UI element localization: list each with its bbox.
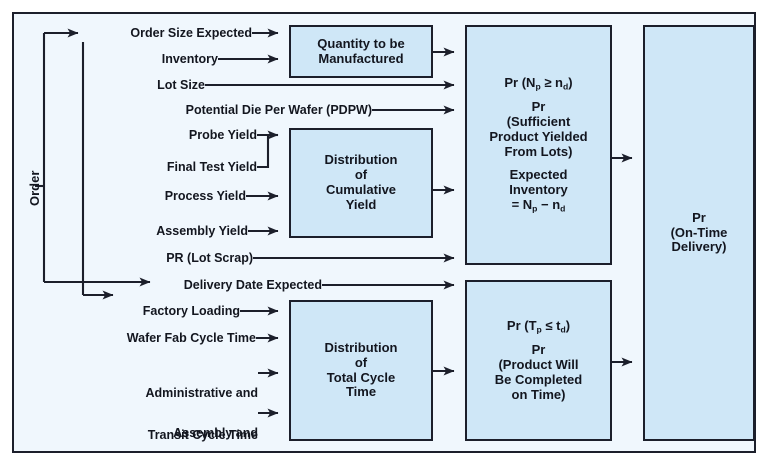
pr-yield-formula: Pr (Np ≥ nd) bbox=[471, 74, 606, 92]
pr-time-formula-mid: ≤ t bbox=[541, 317, 561, 333]
input-label-final-test-yield: Final Test Yield bbox=[166, 160, 257, 174]
quantity-line2: Manufactured bbox=[318, 50, 404, 66]
pr-yield-equation: = Np − nd bbox=[471, 196, 606, 214]
on-time-l3: Delivery) bbox=[671, 239, 727, 255]
node-pr-on-time-delivery: Pr (On-Time Delivery) bbox=[643, 25, 755, 441]
total-cycle-line2: of bbox=[354, 354, 368, 370]
node-distribution-of-total-cycle-time: Distribution of Total Cycle Time bbox=[289, 300, 433, 441]
pr-yield-eq-sub2: d bbox=[560, 203, 566, 214]
pr-time-formula-post: ) bbox=[565, 317, 571, 333]
admin-transit-line2: Transit Cycle Time bbox=[147, 428, 258, 442]
pr-time-l2: (Product Will bbox=[498, 356, 579, 372]
pr-time-l1: Pr bbox=[531, 341, 546, 357]
input-label-inventory: Inventory bbox=[161, 52, 218, 66]
pr-yield-eq-mid: − n bbox=[537, 196, 561, 212]
pr-yield-eq-pre: = N bbox=[511, 196, 533, 212]
input-label-assembly-yield: Assembly Yield bbox=[156, 224, 248, 238]
pr-time-formula-sub2: d bbox=[560, 323, 566, 334]
pr-yield-l5: Expected bbox=[509, 166, 568, 182]
cumulative-yield-line4: Yield bbox=[345, 196, 377, 212]
pr-yield-l1: Pr bbox=[531, 99, 546, 115]
pr-time-formula-pre: Pr (T bbox=[506, 317, 537, 333]
input-label-admin-transit-cycle-time: Administrative and Transit Cycle Time bbox=[106, 358, 258, 468]
pr-yield-l6: Inventory bbox=[509, 181, 568, 197]
input-label-order-size-expected: Order Size Expected bbox=[130, 26, 252, 40]
total-cycle-line3: Total Cycle bbox=[326, 369, 396, 385]
node-quantity-to-be-manufactured: Quantity to be Manufactured bbox=[289, 25, 433, 78]
pr-yield-l4: From Lots) bbox=[504, 144, 573, 159]
pr-yield-formula-post: ) bbox=[568, 74, 573, 90]
pr-yield-eq-sub1: p bbox=[532, 203, 538, 214]
pr-time-l4: on Time) bbox=[511, 386, 566, 402]
input-label-assembly-ft-cycle-time: Assembly and FT Cycle Time bbox=[136, 398, 258, 468]
pr-time-formula-sub1: p bbox=[536, 323, 542, 334]
pr-yield-formula-sub1: p bbox=[535, 81, 541, 92]
node-distribution-of-cumulative-yield: Distribution of Cumulative Yield bbox=[289, 128, 433, 238]
on-time-l2: (On-Time bbox=[670, 224, 728, 240]
total-cycle-line1: Distribution bbox=[324, 339, 398, 355]
assembly-ft-line1: Assembly and bbox=[173, 426, 258, 440]
pr-yield-formula-mid: ≥ n bbox=[540, 74, 564, 90]
pr-yield-formula-sub2: d bbox=[563, 81, 569, 92]
input-label-pr-lot-scrap: PR (Lot Scrap) bbox=[166, 251, 253, 265]
order-label: Order bbox=[27, 170, 42, 206]
total-cycle-line4: Time bbox=[345, 384, 377, 400]
input-label-factory-loading: Factory Loading bbox=[142, 304, 240, 318]
admin-transit-line1: Administrative and bbox=[145, 386, 258, 400]
node-pr-product-completed-on-time: Pr (Tp ≤ td) Pr (Product Will Be Complet… bbox=[465, 280, 612, 441]
node-pr-sufficient-product-yielded: Pr (Np ≥ nd) Pr (Sufficient Product Yiel… bbox=[465, 25, 612, 265]
pr-time-l3: Be Completed bbox=[494, 371, 583, 387]
input-label-delivery-date-expected: Delivery Date Expected bbox=[183, 278, 322, 292]
quantity-line1: Quantity to be bbox=[317, 35, 405, 51]
input-label-lot-size: Lot Size bbox=[157, 78, 205, 92]
cumulative-yield-line1: Distribution bbox=[324, 152, 398, 168]
cumulative-yield-line2: of bbox=[354, 167, 368, 183]
pr-yield-l3: Product Yielded bbox=[489, 129, 588, 145]
input-label-wafer-fab-cycle-time: Wafer Fab Cycle Time bbox=[126, 331, 256, 345]
input-label-pdpw: Potential Die Per Wafer (PDPW) bbox=[185, 103, 372, 117]
input-label-probe-yield: Probe Yield bbox=[188, 128, 257, 142]
input-label-process-yield: Process Yield bbox=[164, 189, 246, 203]
on-time-l1: Pr bbox=[692, 209, 706, 225]
pr-yield-l2: (Sufficient bbox=[506, 114, 571, 130]
pr-time-formula: Pr (Tp ≤ td) bbox=[471, 317, 606, 335]
cumulative-yield-line3: Cumulative bbox=[325, 182, 397, 197]
pr-yield-formula-pre: Pr (N bbox=[504, 74, 536, 90]
